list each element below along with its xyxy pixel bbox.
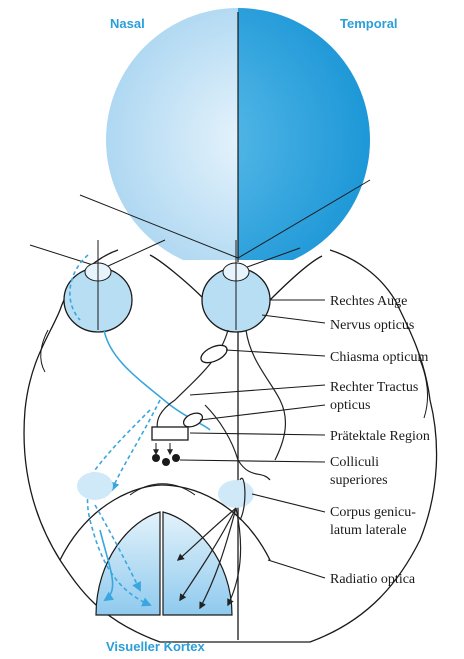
label-praetektale-region: Prätektale Region <box>330 429 430 444</box>
nervus-opticus-marker <box>198 342 229 367</box>
label-rechter-tractus-1: Rechter Tractus <box>330 380 418 395</box>
label-colliculi-1: Colliculi <box>330 455 379 470</box>
label-radiatio-optica: Radiatio optica <box>330 572 416 587</box>
label-corpus-1: Corpus genicu- <box>330 505 416 520</box>
label-rechter-tractus-2: opticus <box>330 398 370 413</box>
lgn-right <box>218 480 254 508</box>
visual-field <box>106 8 370 272</box>
label-visueller-kortex: Visueller Kortex <box>106 639 206 654</box>
lgn-left <box>77 472 113 500</box>
label-rechtes-auge: Rechtes Auge <box>330 294 407 309</box>
label-nervus-opticus: Nervus opticus <box>330 318 414 333</box>
temporal-label: Temporal <box>340 16 398 31</box>
label-colliculi-2: superiores <box>330 473 388 488</box>
label-corpus-2: latum laterale <box>330 523 407 538</box>
label-chiasma-opticum: Chiasma opticum <box>330 350 428 365</box>
nasal-label: Nasal <box>110 16 145 31</box>
colliculi <box>152 443 180 466</box>
left-eye <box>64 240 132 332</box>
praetektale-box <box>152 427 188 440</box>
